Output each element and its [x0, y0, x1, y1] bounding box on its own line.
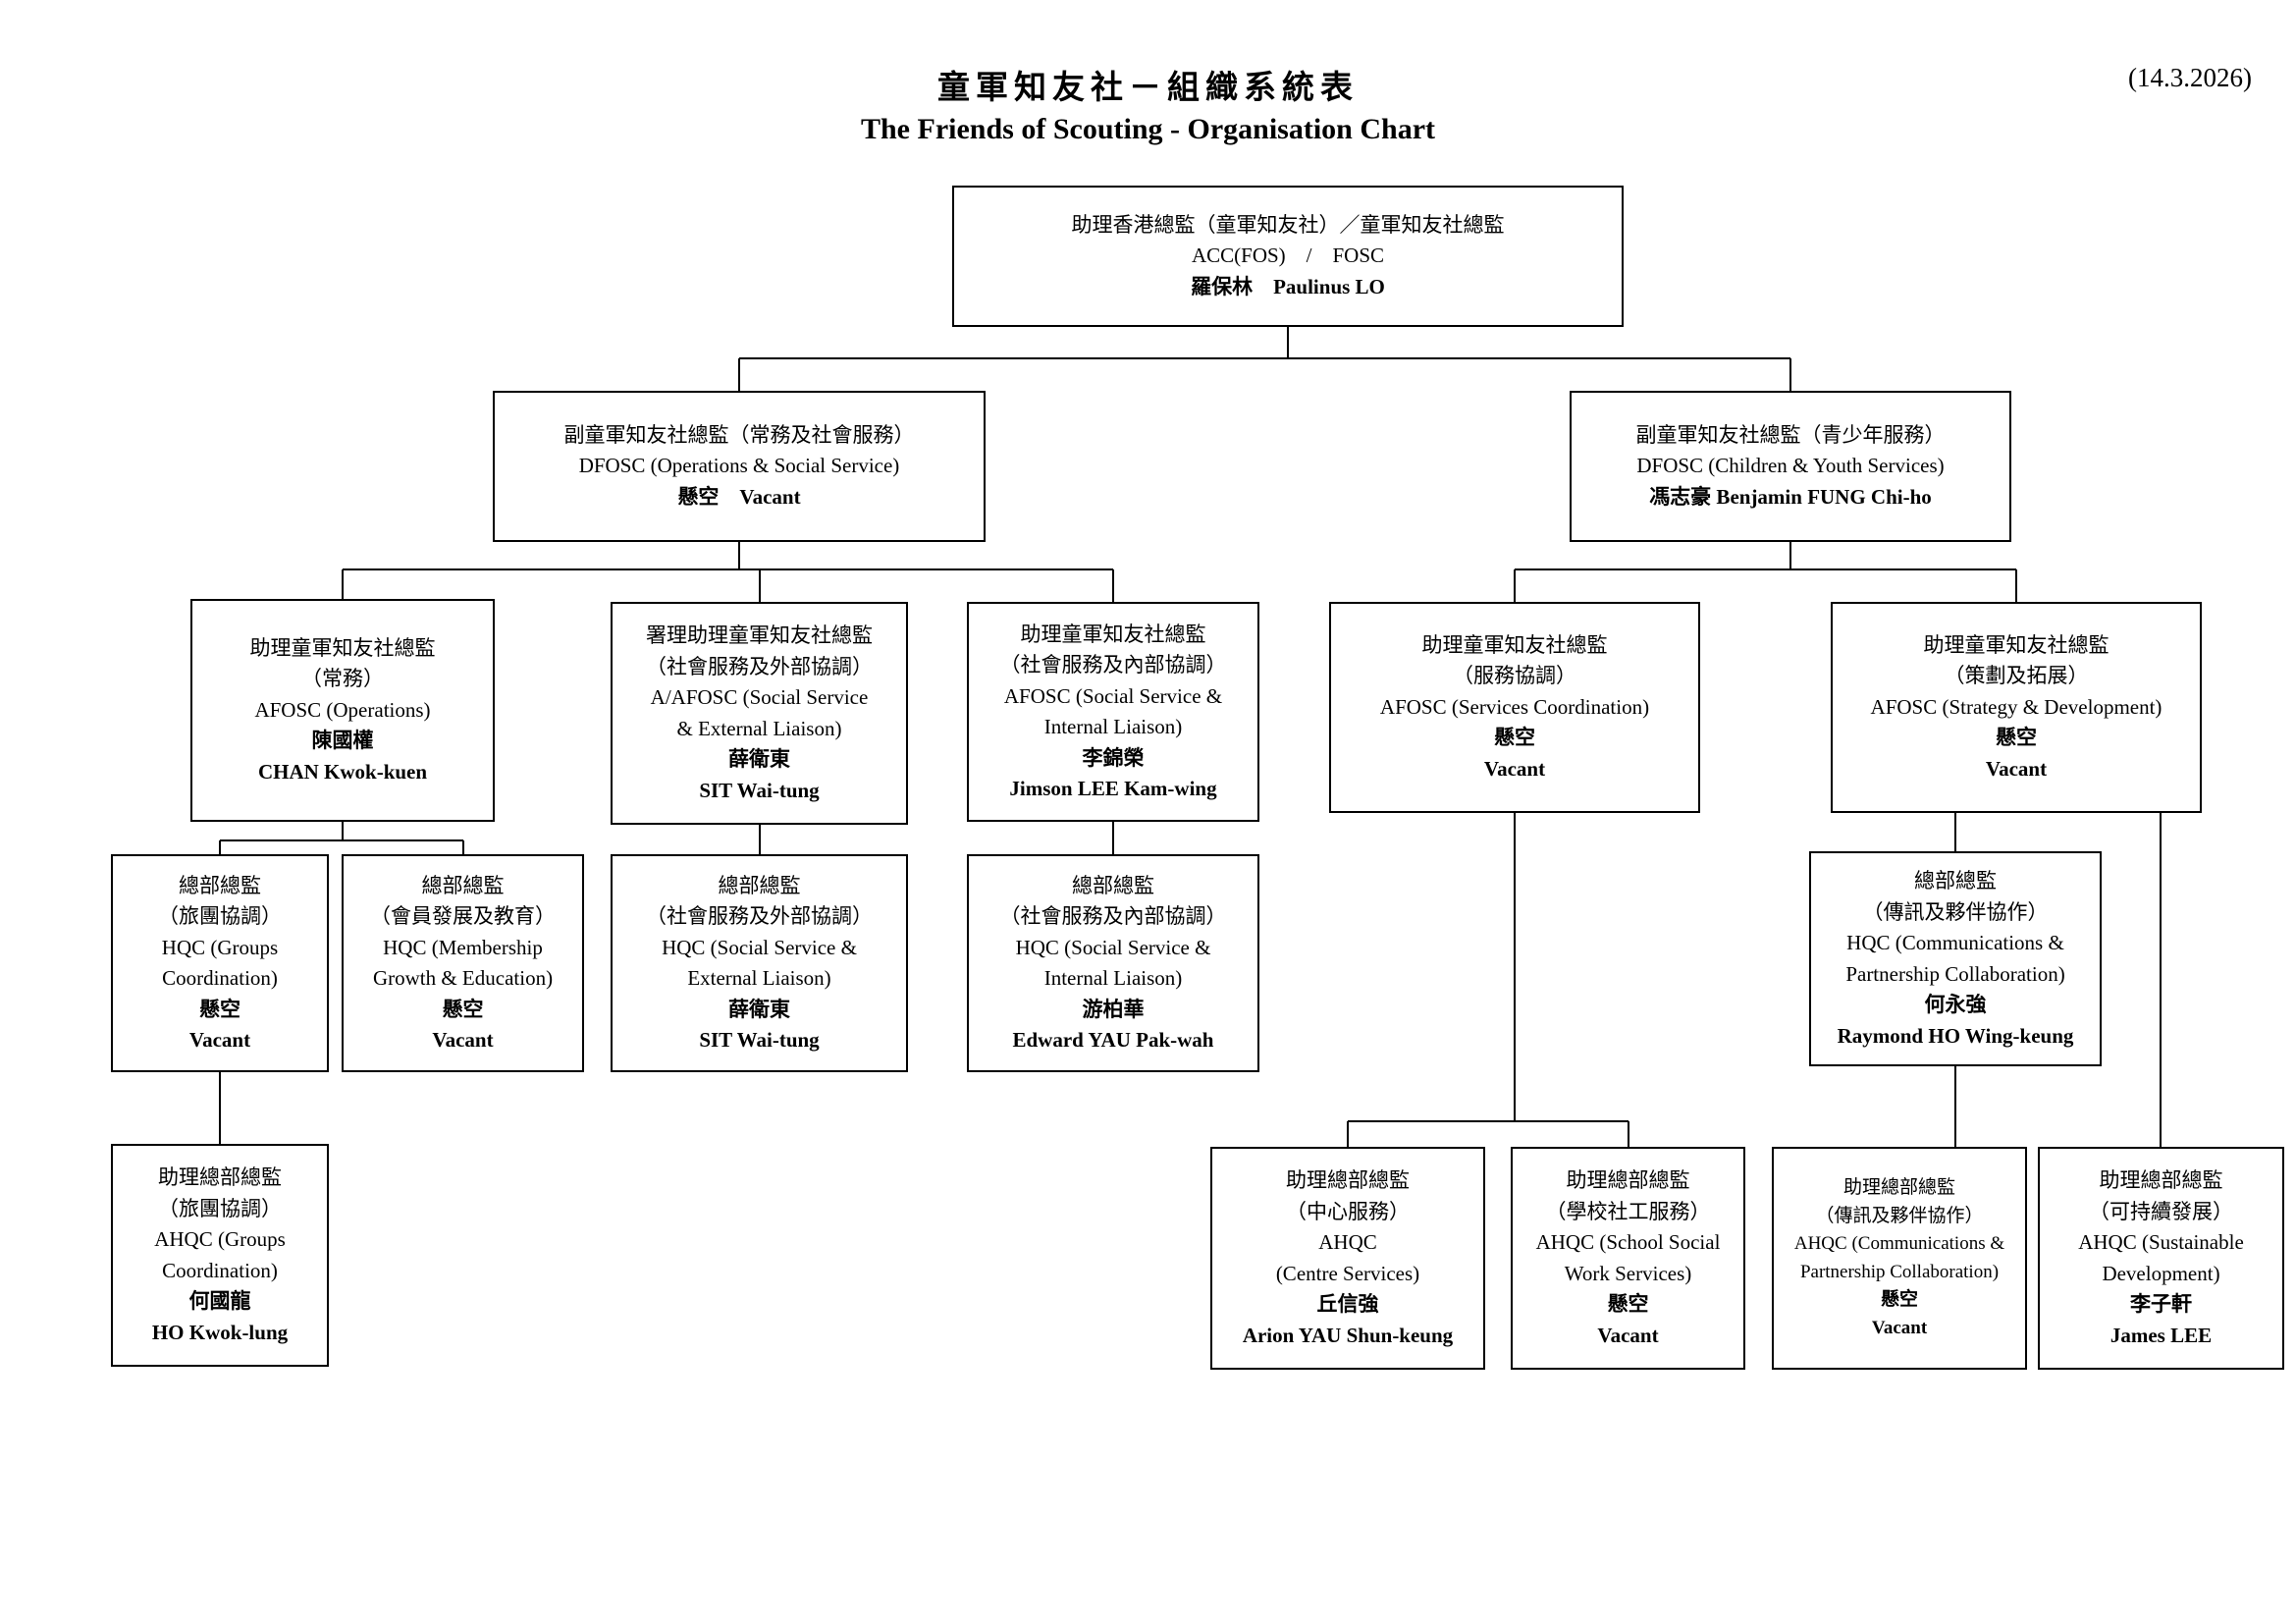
node-title-en: DFOSC (Children & Youth Services) [1636, 454, 1945, 478]
node-holder-name: 馮志豪 Benjamin FUNG Chi-ho [1649, 484, 1932, 509]
node-title-zh: 助理總部總監 （學校社工服務） [1545, 1168, 1711, 1223]
org-node-hqc-social-service-external: 總部總監 （社會服務及外部協調） HQC (Social Service & E… [611, 854, 908, 1072]
org-node-dfosc-children-youth: 副童軍知友社總監（青少年服務） DFOSC (Children & Youth … [1570, 391, 2011, 542]
org-node-afosc-operations: 助理童軍知友社總監 （常務） AFOSC (Operations) 陳國權 CH… [190, 599, 495, 822]
node-title-en: AFOSC (Services Coordination) [1379, 694, 1650, 719]
chart-title-en: The Friends of Scouting - Organisation C… [860, 113, 1436, 145]
node-title-zh: 助理童軍知友社總監 （策劃及拓展） [1923, 632, 2109, 688]
node-title-en: HQC (Social Service & Internal Liaison) [1015, 935, 1211, 991]
node-title-en: AHQC (Sustainable Development) [2078, 1230, 2244, 1285]
chart-date: (14.3.2026) [2128, 63, 2252, 92]
node-title-zh: 助理總部總監 （中心服務） [1286, 1168, 1410, 1223]
org-node-hqc-groups-coordination: 總部總監 （旅團協調） HQC (Groups Coordination) 懸空… [111, 854, 329, 1072]
node-title-zh: 助理童軍知友社總監 （常務） [249, 635, 436, 691]
node-holder-name: 薛衛東 SIT Wai-tung [699, 997, 820, 1053]
org-node-hqc-membership-growth-education: 總部總監 （會員發展及教育） HQC (Membership Growth & … [342, 854, 584, 1072]
node-title-en: AHQC (Communications & Partnership Colla… [1793, 1233, 2005, 1282]
connector-lines [219, 327, 2162, 1147]
node-title-en: ACC(FOS) / FOSC [1191, 244, 1385, 268]
chart-title-zh: 童軍知友社－組織系統表 [937, 71, 1359, 106]
node-holder-name: 懸空 Vacant [188, 997, 251, 1053]
org-node-afosc-strategy-development: 助理童軍知友社總監 （策劃及拓展） AFOSC (Strategy & Deve… [1831, 602, 2202, 813]
node-title-en: AFOSC (Strategy & Development) [1870, 694, 2163, 719]
node-title-en: A/AFOSC (Social Service & External Liais… [650, 685, 869, 740]
org-node-afosc-services-coordination: 助理童軍知友社總監 （服務協調） AFOSC (Services Coordin… [1329, 602, 1700, 813]
org-node-ahqc-centre-services: 助理總部總監 （中心服務） AHQC (Centre Services) 丘信強… [1210, 1147, 1485, 1370]
node-title-zh: 總部總監 （傳訊及夥伴協作） [1862, 869, 2049, 924]
node-title-en: HQC (Groups Coordination) [161, 935, 279, 991]
node-title-zh: 副童軍知友社總監（青少年服務） [1635, 422, 1946, 447]
node-title-zh: 助理童軍知友社總監 （服務協調） [1421, 632, 1608, 688]
node-title-zh: 助理香港總監（童軍知友社）／童軍知友社總監 [1071, 212, 1505, 237]
node-title-en: AFOSC (Operations) [254, 697, 431, 722]
node-title-en: HQC (Membership Growth & Education) [372, 935, 554, 991]
org-node-dfosc-operations: 副童軍知友社總監（常務及社會服務） DFOSC (Operations & So… [493, 391, 986, 542]
node-holder-name: 李子軒 James LEE [2109, 1292, 2213, 1347]
node-holder-name: 懸空 Vacant [1597, 1292, 1659, 1347]
node-holder-name: 懸空 Vacant [1871, 1289, 1928, 1338]
node-title-en: DFOSC (Operations & Social Service) [578, 454, 900, 478]
node-holder-name: 何永強 Raymond HO Wing-keung [1837, 993, 2074, 1048]
node-title-zh: 助理總部總監 （傳訊及夥伴協作） [1815, 1177, 1984, 1226]
node-holder-name: 李錦榮 Jimson LEE Kam-wing [1009, 745, 1217, 801]
node-holder-name: 懸空 Vacant [677, 484, 801, 509]
chart-title: 童軍知友社－組織系統表 The Friends of Scouting - Or… [0, 61, 2296, 146]
node-holder-name: 游柏華 Edward YAU Pak-wah [1012, 997, 1214, 1053]
node-title-en: HQC (Communications & Partnership Collab… [1845, 931, 2065, 986]
node-title-en: AFOSC (Social Service & Internal Liaison… [1003, 683, 1223, 739]
node-holder-name: 陳國權 CHAN Kwok-kuen [257, 729, 428, 784]
node-title-zh: 副童軍知友社總監（常務及社會服務） [563, 422, 915, 447]
node-holder-name: 何國龍 HO Kwok-lung [151, 1289, 289, 1344]
node-holder-name: 懸空 Vacant [1985, 726, 2048, 781]
node-title-en: AHQC (Centre Services) [1275, 1230, 1420, 1285]
node-title-zh: 總部總監 （社會服務及外部協調） [646, 873, 873, 929]
node-title-zh: 助理童軍知友社總監 （社會服務及內部協調） [999, 622, 1227, 677]
node-title-en: HQC (Social Service & External Liaison) [662, 935, 857, 991]
node-holder-name: 薛衛東 SIT Wai-tung [699, 747, 820, 802]
node-holder-name: 羅保林 Paulinus LO [1191, 274, 1385, 298]
org-node-ahqc-groups-coordination: 助理總部總監 （旅團協調） AHQC (Groups Coordination)… [111, 1144, 329, 1367]
node-holder-name: 懸空 Vacant [432, 997, 494, 1053]
org-node-ahqc-sustainable-development: 助理總部總監 （可持續發展） AHQC (Sustainable Develop… [2038, 1147, 2284, 1370]
node-title-en: AHQC (School Social Work Services) [1535, 1230, 1721, 1285]
org-node-ahqc-school-social-work: 助理總部總監 （學校社工服務） AHQC (School Social Work… [1511, 1147, 1745, 1370]
org-node-a-afosc-social-service-external: 署理助理童軍知友社總監 （社會服務及外部協調） A/AFOSC (Social … [611, 602, 908, 825]
org-node-ahqc-communications-partnership: 助理總部總監 （傳訊及夥伴協作） AHQC (Communications & … [1772, 1147, 2027, 1370]
org-node-afosc-social-service-internal: 助理童軍知友社總監 （社會服務及內部協調） AFOSC (Social Serv… [967, 602, 1259, 822]
org-node-hqc-social-service-internal: 總部總監 （社會服務及內部協調） HQC (Social Service & I… [967, 854, 1259, 1072]
node-holder-name: 懸空 Vacant [1483, 726, 1546, 781]
node-holder-name: 丘信強 Arion YAU Shun-keung [1242, 1292, 1454, 1347]
org-node-acc-fos: 助理香港總監（童軍知友社）／童軍知友社總監 ACC(FOS) / FOSC 羅保… [952, 186, 1624, 327]
node-title-zh: 助理總部總監 （旅團協調） [158, 1165, 282, 1220]
node-title-zh: 總部總監 （旅團協調） [158, 873, 282, 929]
node-title-zh: 總部總監 （會員發展及教育） [370, 873, 556, 929]
node-title-zh: 署理助理童軍知友社總監 （社會服務及外部協調） [646, 623, 873, 678]
node-title-zh: 總部總監 （社會服務及內部協調） [999, 873, 1227, 929]
node-title-zh: 助理總部總監 （可持續發展） [2089, 1168, 2233, 1223]
org-node-hqc-communications-partnership: 總部總監 （傳訊及夥伴協作） HQC (Communications & Par… [1809, 851, 2102, 1066]
node-title-en: AHQC (Groups Coordination) [154, 1227, 286, 1282]
